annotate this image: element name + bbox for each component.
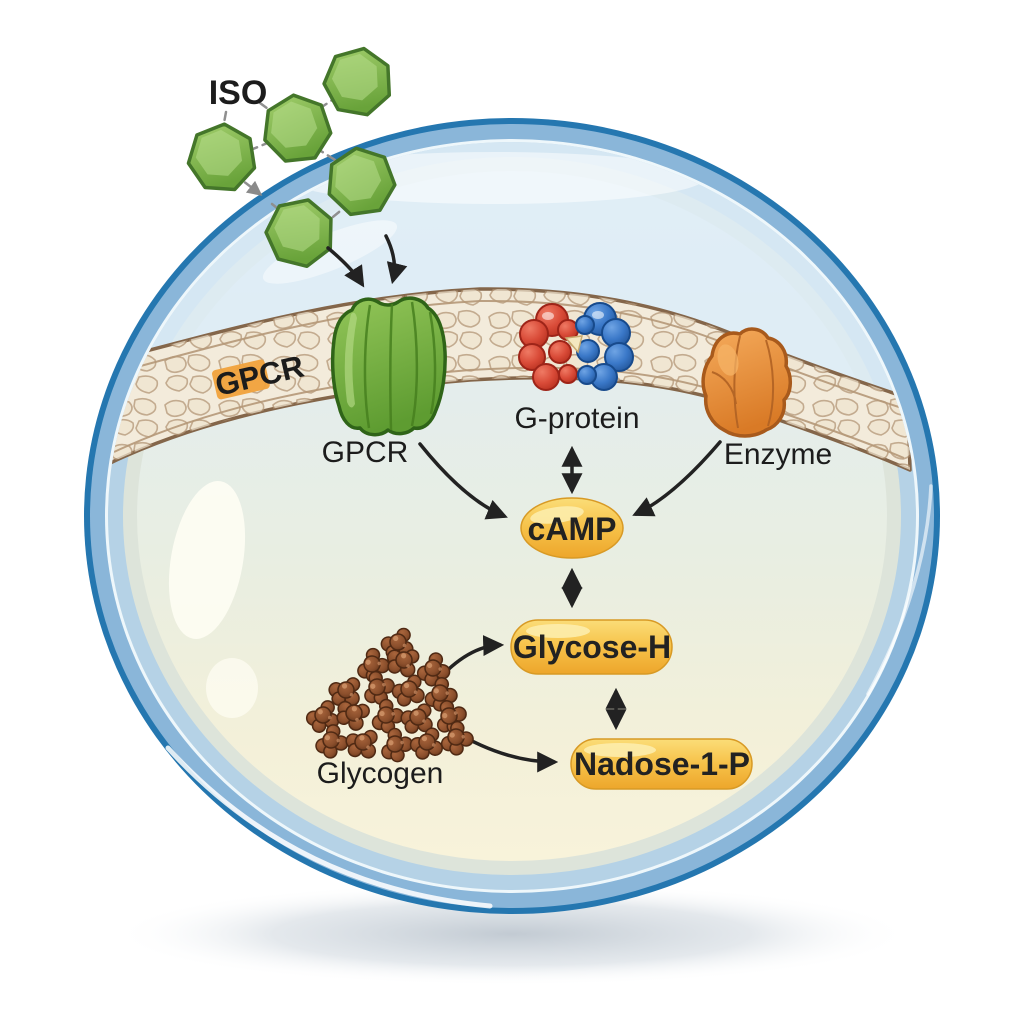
nadose-node: Nadose-1-P: [570, 738, 753, 790]
membrane-label-highlight: [212, 359, 270, 400]
arrow-receptor-to-camp: [418, 442, 508, 520]
enzyme: [701, 327, 792, 438]
gpcr-label: GPCR: [322, 436, 409, 469]
gpcr-receptor: [330, 296, 447, 437]
g-protein: [518, 302, 634, 391]
arrow-ligand-to-receptor-2: [384, 234, 408, 285]
glycose-node: Glycose-H: [510, 619, 673, 675]
ligand-hexagon: [318, 41, 399, 120]
cell-shadow: [112, 882, 912, 986]
arrow-enzyme-to-camp: [632, 440, 722, 517]
g-protein-label: G-protein: [514, 402, 639, 435]
nadose-label: Nadose-1-P: [574, 746, 750, 782]
iso-label: ISO: [209, 74, 268, 112]
camp-node: cAMP: [520, 497, 624, 559]
enzyme-label: Enzyme: [724, 438, 832, 471]
arrow-ligand-to-receptor-1: [326, 246, 365, 288]
ligand-cluster: [185, 41, 400, 273]
glycogen-label: Glycogen: [317, 757, 444, 790]
glycose-label: Glycose-H: [513, 629, 671, 665]
pathway-nodes: cAMP Glycose-H Nadose-1-P: [510, 497, 753, 790]
ligand-hexagon: [185, 120, 260, 193]
camp-label: cAMP: [528, 511, 617, 547]
